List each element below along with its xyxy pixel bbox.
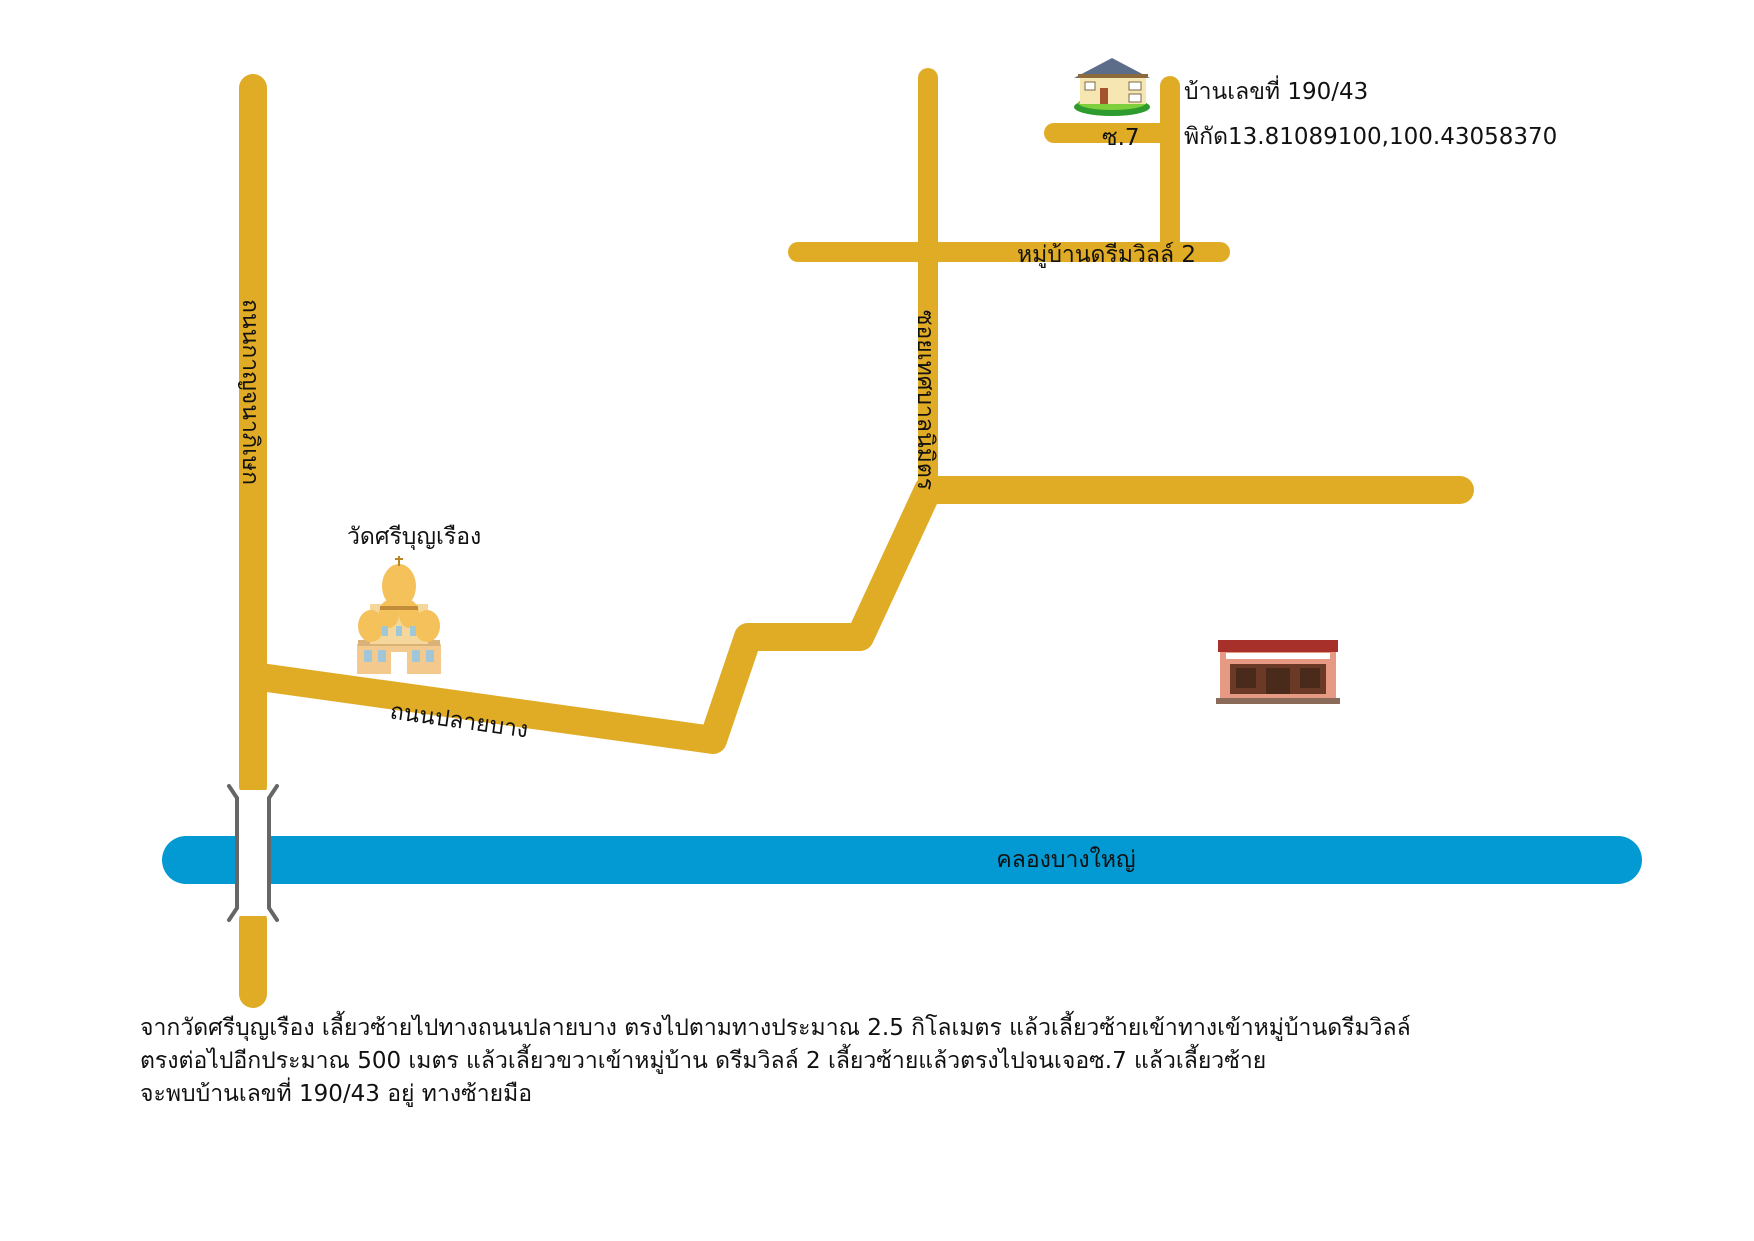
road-plai-bang (239, 476, 942, 754)
directions-line-1: จากวัดศรีบุญเรือง เลี้ยวซ้ายไปทางถนนปลาย… (140, 1015, 1411, 1041)
house-icon (1074, 58, 1150, 116)
house-number-label: บ้านเลขที่ 190/43 (1184, 75, 1368, 105)
temple-label: วัดศรีบุญเรือง (347, 524, 481, 550)
directions-line-3: จะพบบ้านเลขที่ 190/43 อยู่ ทางซ้ายมือ (140, 1081, 533, 1107)
soi-label: ซ.7 (1102, 125, 1140, 151)
shop-icon (1216, 640, 1340, 704)
road-middle-vertical-label: ซอยเทศบาลนิมิตร (912, 310, 938, 490)
bridge-icon (227, 784, 279, 922)
directions-line-2: ตรงต่อไปอีกประมาณ 500 เมตร แล้วเลี้ยวขวา… (140, 1048, 1267, 1074)
directions-text: จากวัดศรีบุญเรือง เลี้ยวซ้ายไปทางถนนปลาย… (140, 1012, 1640, 1111)
village-road-label: หมู่บ้านดรีมวิลล์ 2 (1017, 241, 1196, 268)
canal-label: คลองบางใหญ่ (996, 846, 1135, 873)
coordinates-label: พิกัด13.81089100,100.43058370 (1184, 124, 1557, 150)
road-left-vertical-label: ถนนกาญจนาภิเษก (237, 299, 263, 485)
canal (162, 836, 1642, 884)
temple-icon (357, 556, 441, 674)
